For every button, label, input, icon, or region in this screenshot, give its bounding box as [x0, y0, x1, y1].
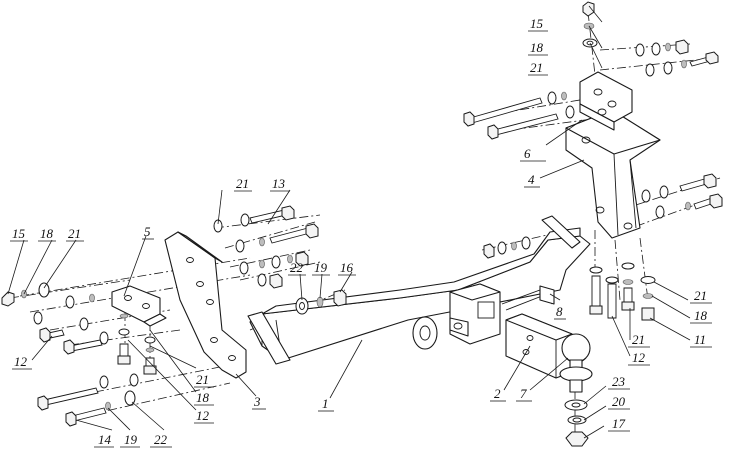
callout-18-top: 18 — [530, 40, 544, 55]
upper-right-mount-bracket — [579, 71, 633, 131]
callout-2: 2 — [494, 386, 501, 401]
tow-ball-fasteners — [564, 399, 589, 447]
bottom-left-bolts — [37, 373, 139, 427]
callout-15-left: 15 — [12, 226, 26, 241]
upper-right-horizontal-fasteners — [463, 39, 719, 140]
callout-3: 3 — [253, 394, 261, 409]
callout-16: 16 — [340, 260, 354, 275]
callout-8: 8 — [556, 304, 563, 319]
left-upper-bolts — [213, 205, 319, 289]
callout-18-lower-left: 18 — [196, 390, 210, 405]
right-side-bracket — [565, 109, 661, 239]
callout-labels: 15 18 21 6 4 21 13 5 15 18 21 22 19 16 8… — [10, 16, 712, 448]
callout-12-lower-left: 12 — [196, 408, 210, 423]
callout-22-bottom: 22 — [154, 432, 168, 447]
callout-21-left-upper: 21 — [236, 176, 249, 191]
callout-18-right: 18 — [694, 308, 708, 323]
callout-23: 23 — [612, 374, 626, 389]
right-middle-fasteners — [483, 173, 723, 259]
callout-21-top: 21 — [530, 60, 543, 75]
main-cross-beam — [247, 215, 591, 365]
callout-20: 20 — [612, 394, 626, 409]
callout-4: 4 — [528, 172, 535, 187]
right-lower-vertical-fasteners — [589, 262, 656, 321]
callout-21-right-lower: 21 — [632, 332, 645, 347]
callout-21-left: 21 — [68, 226, 81, 241]
ball-mount-bar — [505, 313, 573, 379]
socket-bracket — [501, 285, 555, 311]
left-mount-bracket — [111, 285, 167, 327]
callout-12-right: 12 — [632, 350, 646, 365]
callout-17: 17 — [612, 416, 626, 431]
callout-19-bottom: 19 — [124, 432, 138, 447]
callout-21-right: 21 — [694, 288, 707, 303]
center-left-fasteners — [295, 289, 347, 315]
callout-12-left: 12 — [14, 354, 28, 369]
callout-15-top: 15 — [530, 16, 544, 31]
callout-13: 13 — [272, 176, 286, 191]
callout-19-center: 19 — [314, 260, 328, 275]
callout-1: 1 — [322, 396, 329, 411]
callout-7: 7 — [520, 386, 527, 401]
tow-ball — [559, 333, 593, 393]
callout-21-lower-left: 21 — [196, 372, 209, 387]
callout-14: 14 — [98, 432, 112, 447]
callout-5: 5 — [144, 224, 151, 239]
callout-18-left: 18 — [40, 226, 54, 241]
left-side-plate — [164, 231, 247, 379]
callout-6: 6 — [524, 146, 531, 161]
callout-22-center: 22 — [290, 260, 304, 275]
receiver-housing — [449, 283, 501, 345]
callout-11: 11 — [694, 332, 706, 347]
top-vertical-fastener-stack — [582, 1, 598, 48]
callout-leaders — [7, 5, 691, 439]
